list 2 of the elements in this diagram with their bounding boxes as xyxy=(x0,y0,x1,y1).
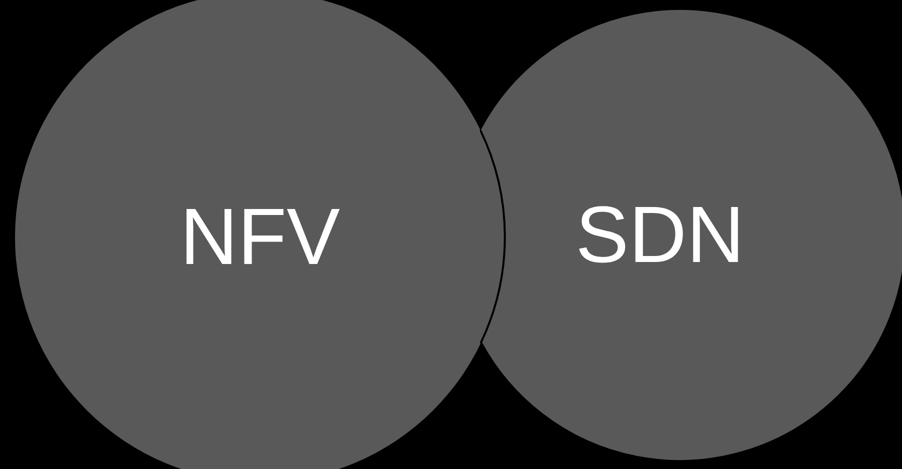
circle-label: NFV xyxy=(180,197,340,277)
circle-label: SDN xyxy=(576,195,744,275)
